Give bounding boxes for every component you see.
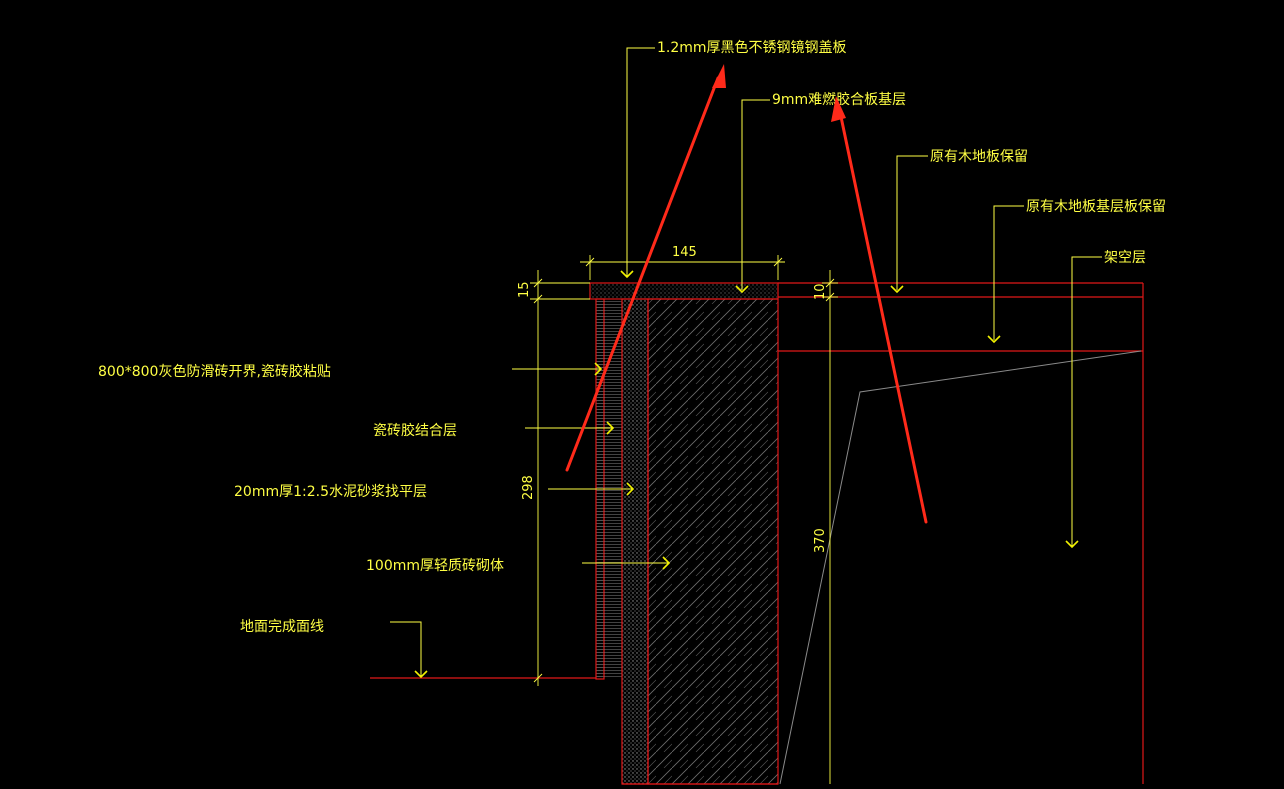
label-cover-plate: 1.2mm厚黑色不锈钢镜钢盖板	[657, 39, 847, 56]
label-adhesive: 瓷砖胶结合层	[373, 422, 457, 439]
brick-wall	[647, 298, 779, 785]
raised-layer-outline	[779, 350, 1142, 785]
chevron-right-icon	[594, 362, 603, 376]
label-tile: 800*800灰色防滑砖开界,瓷砖胶粘贴	[98, 363, 331, 380]
annotation-labels: 1.2mm厚黑色不锈钢镜钢盖板 9mm难燃胶合板基层 原有木地板保留 原有木地板…	[98, 39, 1166, 635]
label-finished-floor: 地面完成面线	[240, 619, 324, 635]
dim-145: 145	[672, 245, 697, 260]
leader-finished-floor	[390, 621, 422, 676]
markup-arrows	[565, 64, 928, 524]
label-mortar: 20mm厚1:2.5水泥砂浆找平层	[234, 484, 427, 500]
dimension-labels: 145 15 298 10 370	[517, 245, 828, 553]
down-arrows	[414, 270, 1079, 679]
chevron-down-icon	[735, 285, 749, 294]
leader-raised-layer	[1071, 256, 1102, 546]
section-geometry	[370, 282, 1144, 785]
dimensions	[530, 255, 838, 784]
leaders	[390, 47, 1102, 676]
label-wood-floor: 原有木地板保留	[930, 149, 1028, 165]
markup-arrow-line-right	[838, 110, 928, 524]
dim-370: 370	[813, 528, 828, 553]
label-brick: 100mm厚轻质砖砌体	[366, 558, 504, 574]
mortar-layer	[621, 298, 649, 785]
chevron-down-icon	[620, 270, 634, 279]
chevron-right-icon	[626, 482, 635, 496]
leader-floor-base	[993, 205, 1024, 340]
label-floor-base: 原有木地板基层板保留	[1026, 198, 1166, 215]
markup-arrowhead-right	[831, 96, 846, 122]
chevron-down-icon	[1065, 540, 1079, 549]
chevron-right-icon	[606, 421, 615, 435]
leader-cover-plate	[626, 47, 655, 276]
leader-wood-floor	[896, 155, 928, 290]
label-raised-layer: 架空层	[1104, 250, 1146, 266]
dim-15: 15	[517, 281, 532, 298]
chevron-down-icon	[987, 335, 1001, 344]
dim-298: 298	[521, 475, 536, 500]
markup-arrowhead-left	[712, 64, 726, 88]
label-plywood: 9mm难燃胶合板基层	[772, 91, 906, 108]
dim-10: 10	[813, 283, 828, 300]
markup-arrow-line-left	[565, 76, 720, 472]
plywood-layer	[591, 284, 777, 298]
side-arrows	[594, 362, 671, 570]
chevron-down-icon	[890, 285, 904, 294]
chevron-down-icon	[414, 670, 428, 679]
leader-plywood	[741, 99, 770, 290]
chevron-right-icon	[662, 556, 671, 570]
